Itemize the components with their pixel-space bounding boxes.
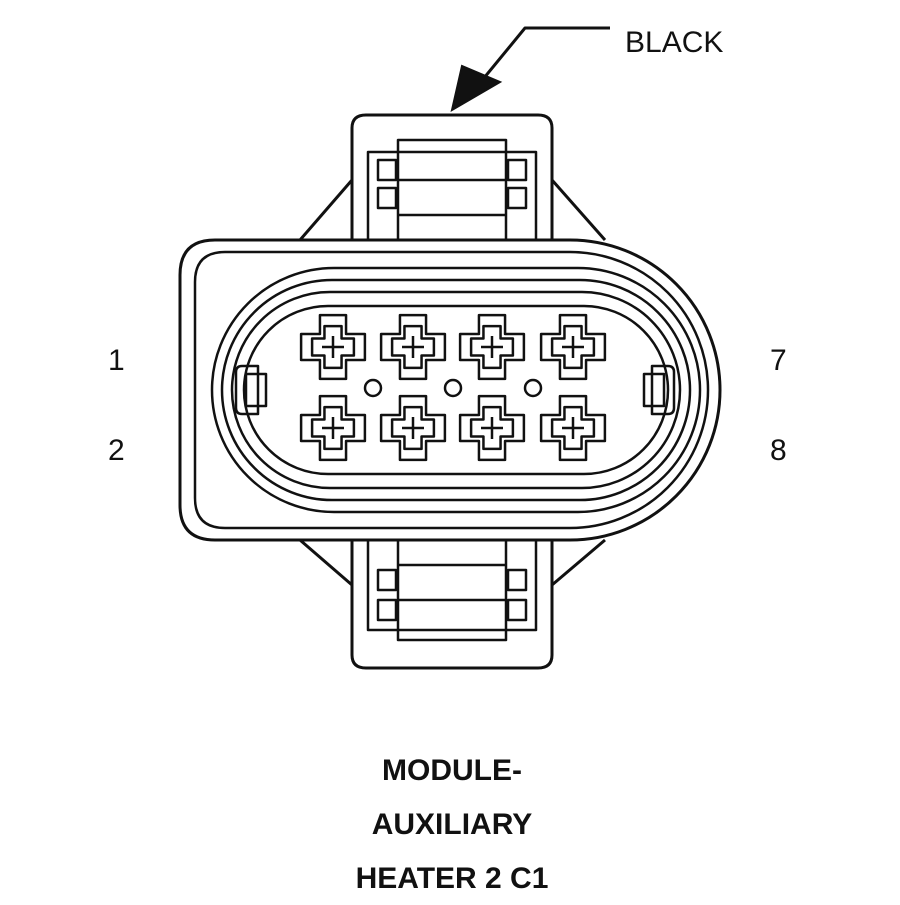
- pin-cavity: [379, 394, 447, 462]
- pin-cavities: [299, 313, 607, 462]
- pin-cavity: [379, 313, 447, 381]
- connector-wings: [298, 179, 607, 587]
- title-line-2: AUXILIARY: [372, 808, 533, 841]
- index-dots: [363, 378, 543, 398]
- pin-cavity: [539, 394, 607, 462]
- title-line-3: HEATER 2 C1: [356, 862, 549, 895]
- title-line-1: MODULE-: [382, 754, 522, 787]
- bottom-latch: [350, 538, 554, 670]
- pin-cavity: [299, 394, 367, 462]
- top-latch: [350, 113, 554, 242]
- pin-cavity: [458, 394, 526, 462]
- pin-cavity: [539, 313, 607, 381]
- pin-label-7: 7: [770, 344, 787, 377]
- side-keys: [234, 364, 676, 416]
- callout-arrow: [450, 26, 610, 113]
- pin-label-1: 1: [108, 344, 125, 377]
- pin-label-2: 2: [108, 434, 125, 467]
- pin-cavity: [299, 313, 367, 381]
- pin-label-8: 8: [770, 434, 787, 467]
- pin-cavity: [458, 313, 526, 381]
- connector-housing: [178, 238, 722, 542]
- callout-label: BLACK: [625, 26, 723, 59]
